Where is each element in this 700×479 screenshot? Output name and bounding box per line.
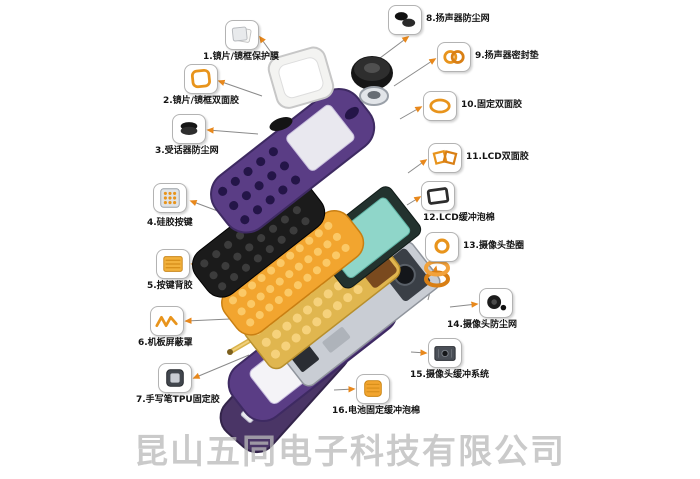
connector-11	[407, 159, 428, 174]
connector-14	[449, 301, 479, 308]
callout-4-label: 4.硅胶按键	[147, 218, 193, 228]
connector-8	[379, 36, 410, 59]
callout-6-label: 6.机板屏蔽罩	[138, 338, 193, 348]
camera-buffer-icon	[434, 346, 456, 361]
callout-2-box	[184, 64, 218, 94]
lcd-foam-icon	[426, 187, 450, 205]
camera-dust-mesh-icon	[487, 295, 507, 311]
board-shield-icon	[155, 315, 178, 327]
callout-6: 6.机板屏蔽罩	[138, 306, 193, 348]
callout-3-box	[172, 114, 206, 144]
callout-2: 2.镜片/镜框双面胶	[163, 64, 239, 106]
speaker-dust-mesh-icon	[394, 12, 416, 27]
callout-6-box	[150, 306, 184, 336]
receiver-dust-mesh-icon	[180, 122, 198, 135]
protective-film-icon	[231, 26, 252, 43]
callout-11-box	[428, 143, 462, 173]
callout-1-label: 1.镜片/镜框保护膜	[203, 52, 279, 62]
callout-9: 9.扬声器密封垫	[437, 42, 539, 72]
speaker-part	[351, 56, 393, 90]
callout-11: 11.LCD双面胶	[428, 143, 529, 173]
callout-1: 1.镜片/镜框保护膜	[203, 20, 279, 62]
callout-8: 8.扬声器防尘网	[388, 5, 490, 35]
speaker-gasket-icon	[443, 50, 465, 64]
connector-12	[406, 196, 422, 206]
callout-9-box	[437, 42, 471, 72]
lens-frame-part	[267, 46, 335, 109]
connector-15	[410, 349, 428, 356]
callout-7-box	[158, 363, 192, 393]
company-watermark: 昆山五同电子科技有限公司	[134, 432, 566, 472]
callout-14-label: 14.摄像头防尘网	[447, 320, 517, 330]
callout-13-box	[425, 232, 459, 262]
front-housing-part	[210, 88, 376, 234]
callout-12-box	[421, 181, 455, 211]
fixing-adhesive-icon	[429, 98, 451, 114]
keypad-adhesive-icon	[163, 256, 183, 272]
connector-10	[399, 106, 423, 120]
connector-3	[206, 127, 259, 135]
callout-16: 16.电池固定缓冲泡棉	[332, 374, 420, 416]
receiver-mesh-part	[269, 117, 293, 131]
camera-gasket-icon	[434, 238, 450, 254]
callout-5-box	[156, 249, 190, 279]
callout-3: 3.受话器防尘网	[155, 114, 219, 156]
connector-7	[192, 354, 250, 379]
callout-14: 14.摄像头防尘网	[447, 288, 517, 330]
callout-10: 10.固定双面胶	[423, 91, 522, 121]
connector-2	[217, 79, 263, 97]
callout-16-label: 16.电池固定缓冲泡棉	[332, 406, 420, 416]
callout-2-label: 2.镜片/镜框双面胶	[163, 96, 239, 106]
callout-7-label: 7.手写笔TPU固定胶	[136, 395, 220, 405]
battery-foam-icon	[364, 380, 382, 397]
callout-7: 7.手写笔TPU固定胶	[136, 363, 220, 405]
callout-4: 4.硅胶按键	[147, 183, 193, 228]
callout-10-box	[423, 91, 457, 121]
callout-8-label: 8.扬声器防尘网	[426, 14, 490, 24]
callout-15-box	[428, 338, 462, 368]
callout-12-label: 12.LCD缓冲泡棉	[423, 213, 495, 223]
callout-12: 12.LCD缓冲泡棉	[421, 181, 495, 223]
callout-15: 15.摄像头缓冲系统	[410, 338, 489, 380]
callout-11-label: 11.LCD双面胶	[466, 152, 529, 162]
callout-5: 5.按键背胶	[147, 249, 193, 291]
callout-13: 13.摄像头垫圈	[425, 232, 524, 262]
callout-13-label: 13.摄像头垫圈	[463, 241, 524, 251]
callout-8-box	[388, 5, 422, 35]
connector-9	[393, 58, 437, 87]
frame-adhesive-icon	[190, 68, 211, 89]
lcd-adhesive-icon	[432, 149, 458, 166]
callout-9-label: 9.扬声器密封垫	[475, 51, 539, 61]
camera-lens-part	[359, 86, 389, 106]
callout-16-box	[356, 374, 390, 404]
callout-1-box	[225, 20, 259, 50]
stylus-tpu-adhesive-icon	[166, 369, 184, 387]
callout-5-label: 5.按键背胶	[147, 281, 193, 291]
silicone-keypad-icon	[160, 188, 180, 208]
keypad-mat-part	[221, 210, 365, 336]
connector-16	[333, 386, 356, 393]
callout-15-label: 15.摄像头缓冲系统	[410, 370, 489, 380]
callout-4-box	[153, 183, 187, 213]
callout-3-label: 3.受话器防尘网	[155, 146, 219, 156]
callout-14-box	[479, 288, 513, 318]
callout-10-label: 10.固定双面胶	[461, 100, 522, 110]
